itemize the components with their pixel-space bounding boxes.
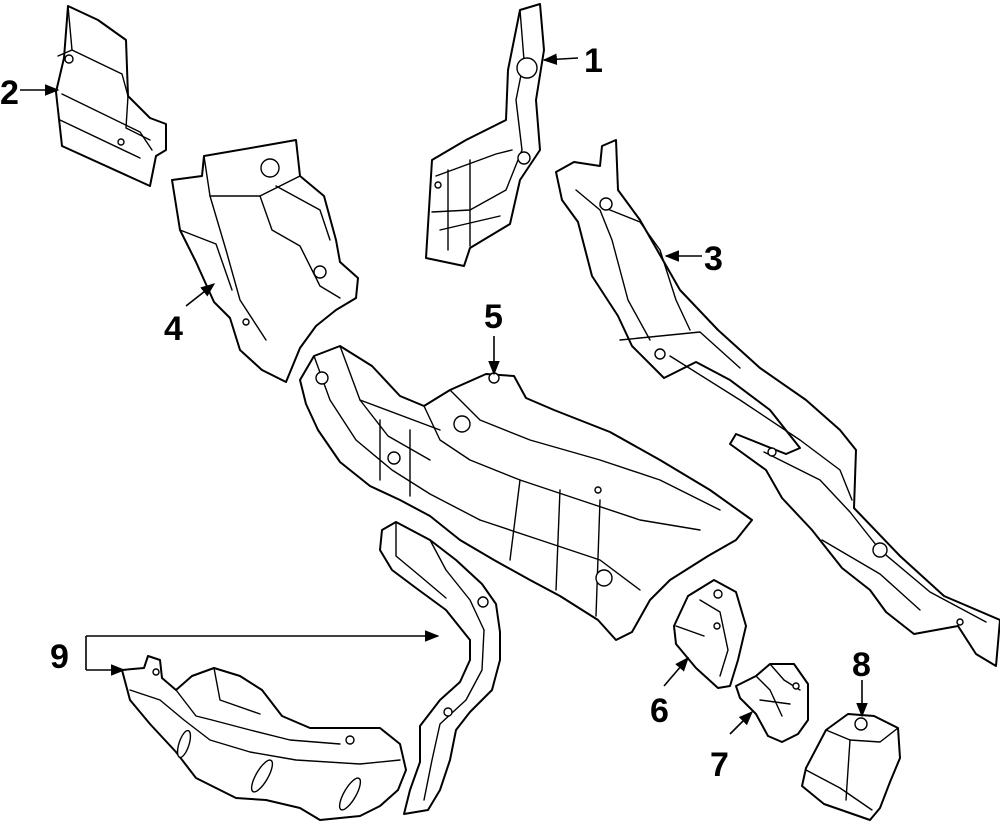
part-2-bracket bbox=[55, 5, 167, 187]
callout-labels: 1 2 3 4 5 6 7 8 9 bbox=[0, 42, 871, 784]
callout-8: 8 bbox=[852, 646, 871, 684]
part-1-bracket bbox=[425, 3, 545, 267]
part-7-bracket bbox=[735, 663, 809, 743]
leader-6 bbox=[663, 656, 689, 687]
callout-2: 2 bbox=[0, 74, 19, 112]
part-3-rail bbox=[555, 139, 1000, 667]
callout-5: 5 bbox=[484, 298, 503, 336]
callout-3: 3 bbox=[704, 240, 723, 278]
part-9-crossmember-upper bbox=[379, 521, 501, 815]
leader-4 bbox=[185, 283, 216, 307]
callout-1: 1 bbox=[584, 42, 603, 80]
leader-7 bbox=[729, 710, 754, 735]
leader-lines bbox=[20, 53, 868, 735]
callout-6: 6 bbox=[650, 692, 669, 730]
leader-1 bbox=[542, 53, 579, 65]
callout-9: 9 bbox=[50, 638, 69, 676]
part-6-bracket bbox=[673, 579, 747, 689]
part-8-bracket bbox=[801, 713, 901, 821]
callout-4: 4 bbox=[164, 310, 183, 348]
part-9-crossmember-lower bbox=[121, 655, 407, 821]
part-4-bracket bbox=[171, 139, 359, 383]
part-5-floor-pan bbox=[299, 345, 753, 641]
callout-7: 7 bbox=[710, 746, 729, 784]
